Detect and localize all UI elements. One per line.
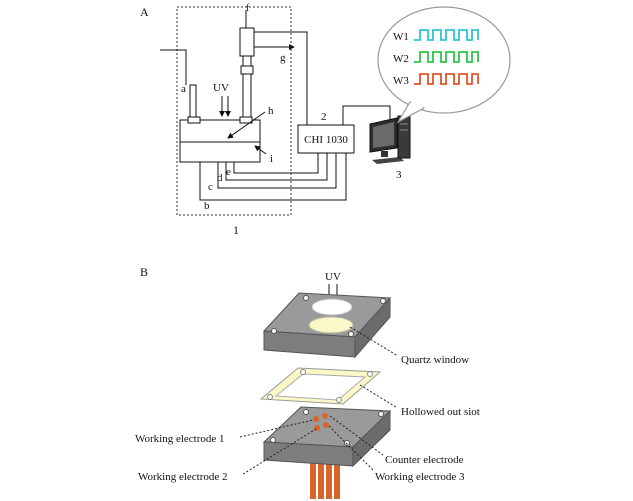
pointer-we1 [239, 419, 314, 438]
electrode-f-neck [242, 55, 252, 67]
hollowed-slot-label: Hollowed out siot [401, 406, 480, 418]
top-block [262, 292, 392, 359]
wire-b [199, 152, 347, 201]
quartz-window-top [311, 298, 353, 316]
working-electrode-2-label: Working electrode 2 [138, 471, 228, 483]
electrode-rods [310, 455, 340, 499]
label-e: e [226, 166, 231, 178]
wire-e [233, 152, 319, 174]
w3-waveform [414, 73, 479, 85]
label-h: h [268, 105, 274, 117]
speech-bubble [377, 6, 511, 124]
panel-a: A 1 a f g UV h i [140, 3, 511, 237]
electrode-dot-3 [323, 422, 329, 428]
pointer-gasket [359, 384, 397, 408]
uv-label-b: UV [325, 271, 341, 283]
w1-label: W1 [393, 31, 409, 43]
pointer-i [254, 145, 267, 155]
w2-label: W2 [393, 53, 409, 65]
w1-waveform [414, 29, 479, 41]
chi-instrument-box [297, 124, 355, 154]
computer-icon [369, 115, 411, 164]
wire-d [225, 152, 328, 181]
electrode-f-body [239, 27, 255, 57]
port-right [239, 116, 253, 124]
pointer-counter [329, 415, 384, 456]
label-2: 2 [321, 111, 327, 123]
panel-a-label: A [140, 5, 149, 19]
electrode-dot-2 [322, 413, 328, 419]
wire-to-computer [342, 105, 391, 125]
hollowed-gasket [259, 367, 382, 405]
label-c: c [208, 181, 213, 193]
electrode-a [189, 84, 197, 118]
port-left [187, 116, 201, 124]
wire-f [254, 31, 308, 125]
enclosure-1 [176, 6, 292, 216]
label-b: b [204, 200, 210, 212]
panel-b: B UV Quartz window Hollowed ou [135, 265, 480, 499]
chi-label: CHI 1030 [304, 134, 348, 146]
label-1: 1 [233, 223, 239, 237]
label-g: g [280, 52, 286, 64]
inlet-line [160, 49, 187, 85]
w3-label: W3 [393, 75, 409, 87]
label-f: f [246, 3, 250, 14]
electrode-f-joint [240, 65, 254, 75]
electrode-f-stem [242, 73, 252, 118]
bottom-block [262, 406, 392, 468]
quartz-window-lower [308, 316, 354, 334]
counter-electrode-label: Counter electrode [385, 454, 464, 466]
working-electrode-1-label: Working electrode 1 [135, 433, 225, 445]
panel-b-label: B [140, 265, 148, 279]
w2-waveform [414, 51, 479, 63]
working-electrode-3-label: Working electrode 3 [375, 471, 465, 483]
pointer-h [227, 111, 266, 139]
label-i: i [270, 153, 273, 165]
electrode-dot-1 [313, 416, 319, 422]
wire-c [217, 152, 337, 189]
label-a: a [181, 83, 186, 95]
label-3: 3 [396, 169, 402, 181]
cell-bottom-block [179, 141, 261, 163]
label-d: d [217, 172, 223, 184]
uv-label-a: UV [213, 82, 229, 94]
quartz-window-label: Quartz window [401, 354, 469, 366]
pointer-quartz [349, 326, 399, 357]
